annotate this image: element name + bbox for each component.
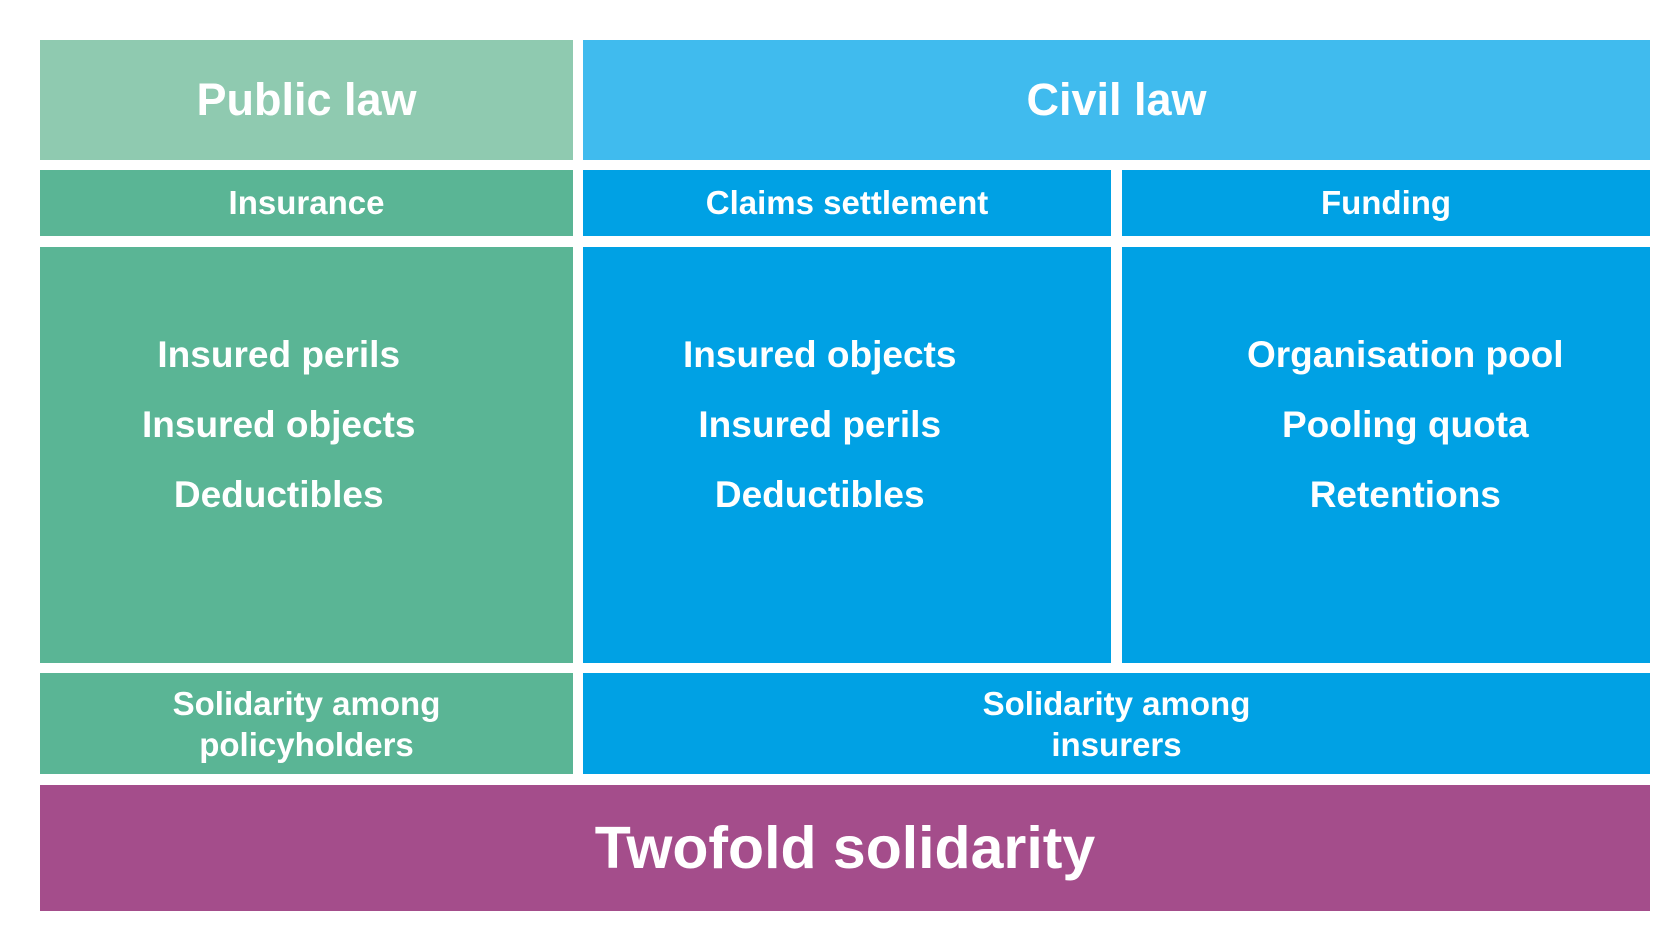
twofold-solidarity-banner: Twofold solidarity: [40, 785, 1650, 911]
solidarity-line: insurers: [1051, 725, 1182, 763]
list-item: Retentions: [1309, 474, 1501, 515]
list-item: Deductibles: [173, 474, 384, 515]
civil-law-header: Civil law: [583, 40, 1650, 160]
list-item: Deductibles: [714, 474, 925, 515]
insurance-list: Insured perils Insured objects Deductibl…: [142, 320, 415, 530]
solidarity-line: policyholders: [199, 725, 414, 763]
public-law-title: Public law: [196, 74, 417, 125]
funding-header: Funding: [1122, 170, 1650, 236]
list-item: Pooling quota: [1281, 404, 1529, 445]
solidarity-line: Solidarity among: [982, 684, 1251, 722]
claims-settlement-title: Claims settlement: [705, 184, 989, 221]
claims-settlement-panel: Insured objects Insured perils Deductibl…: [583, 247, 1111, 663]
twofold-solidarity-title: Twofold solidarity: [594, 815, 1096, 881]
funding-title: Funding: [1320, 184, 1452, 221]
funding-panel: Organisation pool Pooling quota Retentio…: [1122, 247, 1650, 663]
funding-list: Organisation pool Pooling quota Retentio…: [1247, 320, 1564, 530]
list-item: Organisation pool: [1247, 334, 1564, 375]
claims-settlement-list: Insured objects Insured perils Deductibl…: [683, 320, 956, 530]
list-item: Insured perils: [698, 404, 942, 445]
insurers-solidarity: Solidarity among insurers: [583, 673, 1650, 774]
public-law-header: Public law: [40, 40, 573, 160]
list-item: Insured objects: [142, 404, 416, 445]
policyholders-solidarity: Solidarity among policyholders: [40, 673, 573, 774]
solidarity-line: Solidarity among: [172, 684, 441, 722]
insurance-header: Insurance: [40, 170, 573, 236]
insurance-title: Insurance: [228, 184, 385, 221]
civil-law-title: Civil law: [1026, 74, 1207, 125]
insurance-panel: Insured perils Insured objects Deductibl…: [40, 247, 573, 663]
list-item: Insured perils: [157, 334, 401, 375]
list-item: Insured objects: [683, 334, 957, 375]
claims-settlement-header: Claims settlement: [583, 170, 1111, 236]
